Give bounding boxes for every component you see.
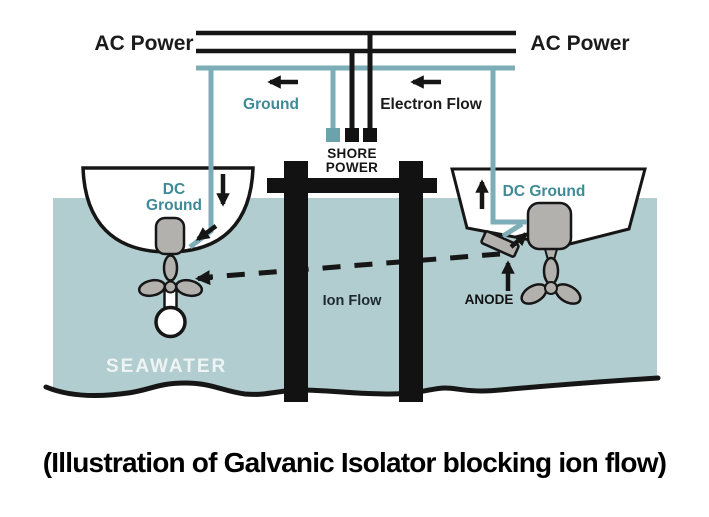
shore-plug-square-2	[363, 128, 377, 142]
ion-flow-arrowhead	[195, 270, 213, 286]
left-zinc-ball	[154, 305, 187, 339]
seawater-label: SEAWATER	[106, 356, 227, 377]
left-prop-upper-blade	[162, 254, 179, 282]
shore-plug-ground-square	[326, 128, 340, 142]
right-anode-wire	[501, 221, 524, 239]
right-dc-ground-label: DC Ground	[503, 183, 586, 200]
ac-power-right-label: AC Power	[530, 32, 629, 55]
ground-label: Ground	[243, 96, 299, 113]
ion-flow-dashed-line	[209, 251, 501, 280]
right-outdrive-motor	[526, 201, 573, 251]
right-prop-hub	[544, 281, 558, 295]
shore-plug-square-1	[345, 128, 359, 142]
left-motor-pointer-arrow	[195, 224, 218, 241]
caption: (Illustration of Galvanic Isolator block…	[42, 447, 667, 478]
anode-pointer-arrow	[509, 232, 529, 249]
ion-flow-label: Ion Flow	[323, 293, 383, 309]
seabed-line	[43, 375, 661, 398]
right-prop-upper-blade	[542, 256, 560, 286]
left-dc-ground-label-line2: Ground	[146, 197, 202, 214]
ac-power-left-label: AC Power	[94, 32, 193, 55]
left-prop-hub	[164, 280, 177, 294]
left-outdrive-motor	[154, 216, 186, 256]
right-dc-ground-wire	[490, 68, 527, 225]
shore-power-label-line1: SHORE	[327, 146, 377, 161]
electron-flow-label: Electron Flow	[380, 96, 483, 113]
dock-beam	[267, 178, 437, 193]
anode-label: ANODE	[465, 292, 514, 307]
dock-piling-left	[284, 161, 308, 402]
left-dc-ground-label-line1: DC	[163, 181, 185, 198]
shore-power-label-line2: POWER	[326, 160, 379, 175]
dock-piling-right	[399, 161, 423, 402]
anode-block	[480, 230, 520, 258]
diagram-canvas: AC Power AC Power Ground Electron Flow S…	[43, 30, 661, 402]
